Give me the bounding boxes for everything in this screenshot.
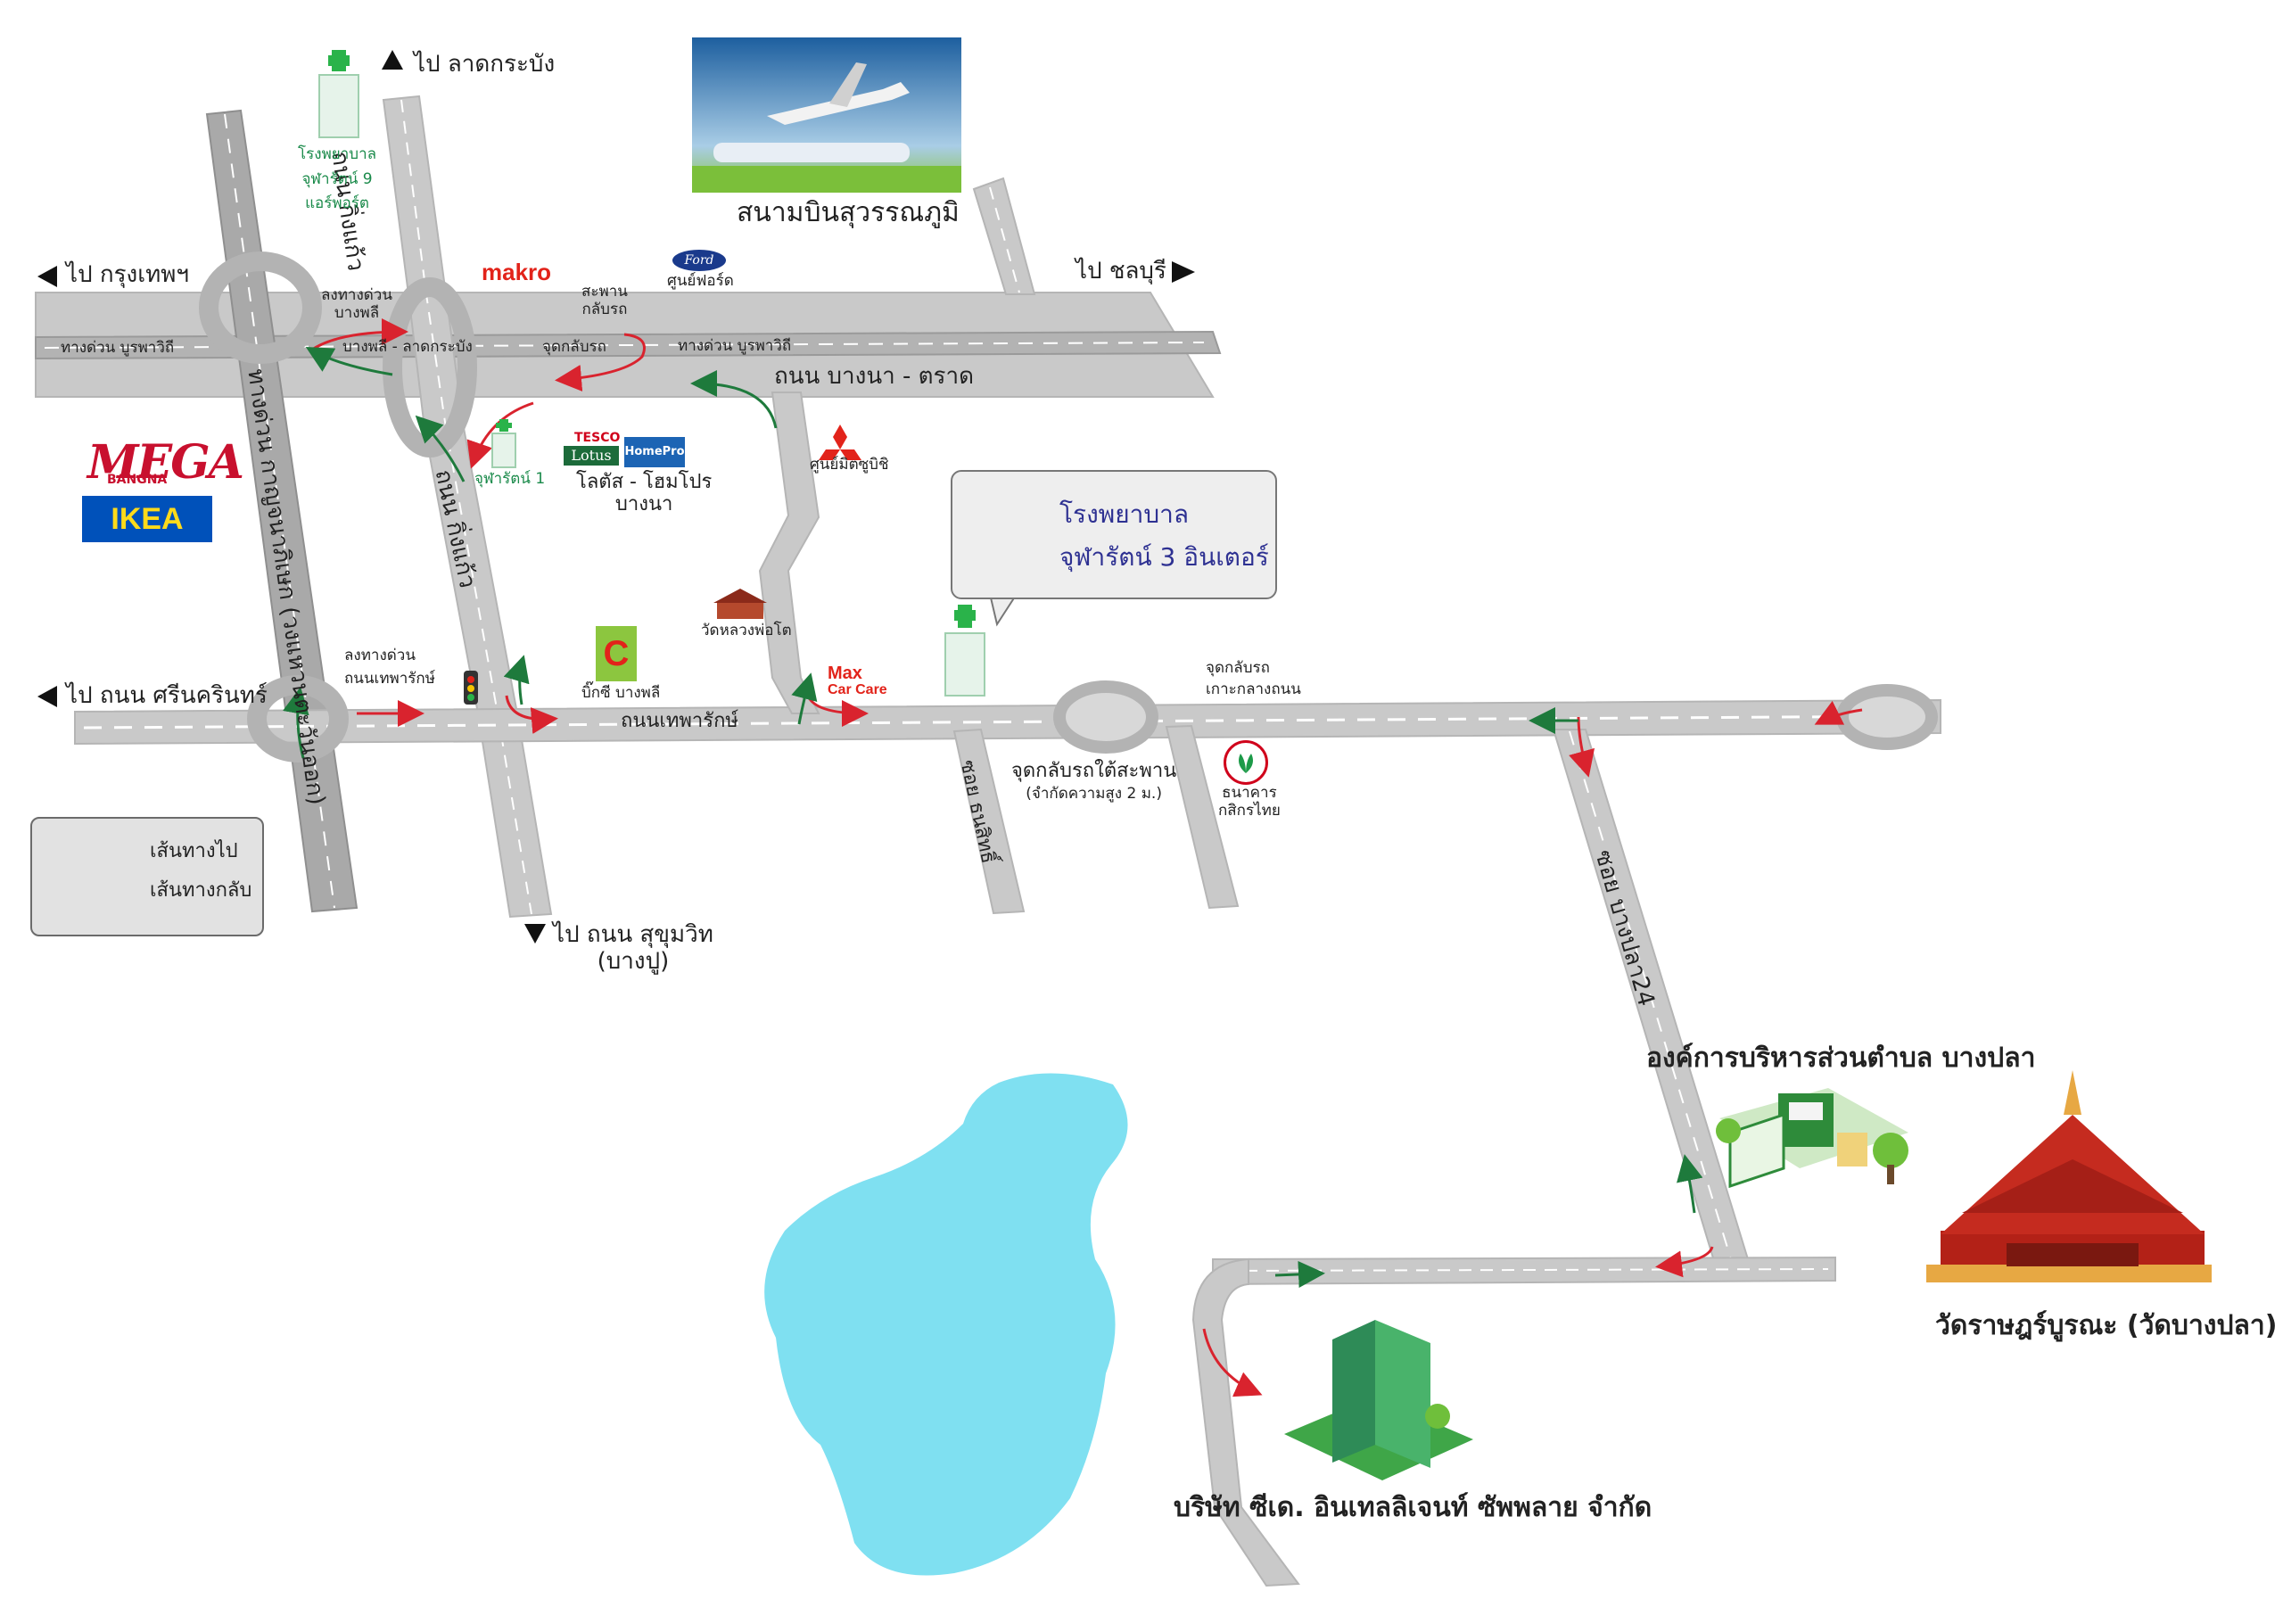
thepharak-uturn-circle [1053, 680, 1938, 754]
kasikorn-line1: ธนาคาร [1222, 784, 1277, 802]
legend-return-label: เส้นทางกลับ [150, 879, 252, 902]
kasikorn-logo-icon [1224, 740, 1268, 785]
chularat9-line1: โรงพยาบาล [298, 145, 377, 163]
road-bangphli-latkrabang: บางพลี - ลาดกระบัง [342, 338, 473, 356]
airport-road [972, 177, 1036, 295]
note-uturn-under-bridge-1: จุดกลับรถใต้สะพาน [1011, 760, 1177, 782]
chularat3-callout: โรงพยาบาล จุฬารัตน์ 3 อินเตอร์ [951, 470, 1277, 599]
thepharak-road [74, 698, 1941, 746]
wat-bangpla-label: วัดราษฎร์บูรณะ (วัดบางปลา) [1935, 1310, 2278, 1341]
maxcare-line1: Max [828, 664, 862, 683]
maxcare-line2: Car Care [828, 682, 887, 697]
airport-photo-frame [692, 37, 961, 193]
kasikorn-side-road [1165, 724, 1240, 910]
note-expressway-bangphli: ลงทางด่วน บางพลี [321, 286, 392, 322]
king-kaeo-road [382, 95, 553, 919]
road-burapha-right: ทางด่วน บูรพาวิถี [678, 337, 792, 355]
note-expressway-thepharak-2: ถนนเทพารักษ์ [344, 669, 435, 688]
note-uturn-island: จุดกลับรถ เกาะกลางถนน [1206, 659, 1301, 698]
dir-bangkok: ไป กรุงเทพฯ [66, 261, 190, 288]
east-arrow-chonburi [1172, 261, 1195, 283]
legend: เส้นทางไป เส้นทางกลับ [30, 817, 264, 936]
ikea-logo: IKEA [82, 496, 212, 542]
ford-center-label: ศูนย์ฟอร์ด [667, 272, 734, 290]
mitsubishi-label: ศูนย์มิตซูบิชิ [810, 456, 889, 474]
luang-pho-to-temple-icon [713, 589, 767, 619]
sao-bangpla-label: องค์การบริหารส่วนตำบล บางปลา [1646, 1043, 2036, 1074]
maxcare-logo: Max Car Care [828, 664, 887, 698]
legend-return: เส้นทางกลับ [43, 879, 257, 908]
lotus-homepro-label: โลตัส - โฮมโปร บางนา [576, 471, 712, 516]
wat-bangpla-temple-icon [1926, 1070, 2212, 1282]
company-road [1191, 1257, 1300, 1587]
note-expressway-thepharak-1: ลงทางด่วน [344, 647, 416, 664]
chularat9-label: โรงพยาบาล จุฬารัตน์ 9 แอร์พอร์ต [298, 145, 377, 213]
ford-logo: Ford [672, 250, 726, 271]
lotus-homepro-line1: โลตัส - โฮมโปร [576, 471, 713, 493]
road-thepharak: ถนนเทพารักษ์ [621, 710, 738, 732]
dir-sukhumvit-line2: (บางปู) [597, 947, 670, 975]
north-arrow [382, 50, 403, 70]
callout-line2: จุฬารัตน์ 3 อินเตอร์ [1059, 542, 1269, 572]
note-uturn-under-bridge: จุดกลับรถใต้สะพาน (จำกัดความสูง 2 ม.) [1011, 760, 1176, 804]
tesco-logo: TESCO [574, 431, 621, 445]
mitsubishi-logo-icon [819, 425, 861, 460]
mega-bangna-logo: MEGA [87, 435, 244, 490]
road-burapha-left: ทางด่วน บูรพาวิถี [61, 339, 175, 357]
note-uturn-under-bridge-2: (จำกัดความสูง 2 ม.) [1026, 785, 1162, 804]
dir-chonburi: ไป ชลบุรี [1076, 258, 1166, 284]
chularat3-hospital-icon [944, 605, 985, 697]
mega-bangna-sub: BANGNA [107, 473, 168, 487]
bigc-logo: C [596, 626, 637, 681]
legend-outbound-label: เส้นทางไป [150, 840, 238, 862]
luang-pho-to-label: วัดหลวงพ่อโต [701, 622, 792, 639]
homepro-logo: HomePro [624, 437, 685, 467]
company-label: บริษัท ซีเด. อินเทลลิเจนท์ ซัพพลาย จำกัด [1174, 1492, 1652, 1523]
note-expressway-thepharak: ลงทางด่วน ถนนเทพารักษ์ [344, 647, 435, 688]
note-bridge-uturn-1: สะพาน [581, 283, 628, 301]
chularat1-hospital-icon [491, 419, 516, 468]
lotus-logo: Lotus [564, 446, 619, 466]
note-bridge-uturn-2: กลับรถ [581, 300, 628, 318]
lotus-homepro-line2: บางนา [614, 493, 673, 516]
chularat9-hospital-icon [318, 50, 359, 138]
west-arrow-bangkok [37, 266, 57, 287]
temple-road [758, 392, 820, 714]
note-expressway-bangphli-2: บางพลี [334, 303, 380, 322]
note-uturn-point: จุดกลับรถ [542, 338, 606, 356]
chularat9-line2: จุฬารัตน์ 9 [301, 169, 373, 188]
road-bangna-trat: ถนน บางนา - ตราด [774, 363, 974, 390]
bangna-interchange [199, 251, 477, 763]
dir-latkrabang: ไป ลาดกระบัง [414, 51, 556, 78]
dir-srinakarin: ไป ถนน ศรีนครินทร์ [66, 682, 268, 709]
chularat9-line3: แอร์พอร์ต [305, 194, 369, 213]
lake [764, 1073, 1128, 1576]
return-route [283, 347, 1703, 1288]
sao-building-icon [1716, 1088, 1908, 1189]
dir-sukhumvit-line1: ไป ถนน สุขุมวิท [553, 921, 713, 948]
kasikorn-label: ธนาคาร กสิกรไทย [1218, 784, 1281, 820]
soi-thanasit-road [952, 728, 1026, 915]
note-bridge-uturn: สะพาน กลับรถ [581, 283, 628, 318]
airport-label: สนามบินสุวรรณภูมิ [737, 197, 960, 228]
south-arrow [524, 924, 546, 944]
legend-outbound: เส้นทางไป [43, 840, 257, 869]
callout-line1: โรงพยาบาล [1059, 499, 1189, 529]
traffic-light-icon [464, 671, 478, 705]
note-uturn-island-2: เกาะกลางถนน [1206, 680, 1301, 698]
airport-photo [692, 37, 961, 193]
lower-road [1212, 1256, 1836, 1286]
note-uturn-island-1: จุดกลับรถ [1206, 659, 1270, 677]
dir-sukhumvit: ไป ถนน สุขุมวิท (บางปู) [553, 921, 713, 976]
west-arrow-srinakarin [37, 686, 57, 707]
chularat1-label: จุฬารัตน์ 1 [474, 470, 546, 488]
kasikorn-line2: กสิกรไทย [1218, 801, 1281, 820]
makro-logo: makro [482, 259, 552, 285]
bigc-label: บิ๊กซี บางพลี [581, 684, 661, 702]
note-expressway-bangphli-1: ลงทางด่วน [321, 286, 392, 304]
company-building-icon [1284, 1320, 1473, 1480]
